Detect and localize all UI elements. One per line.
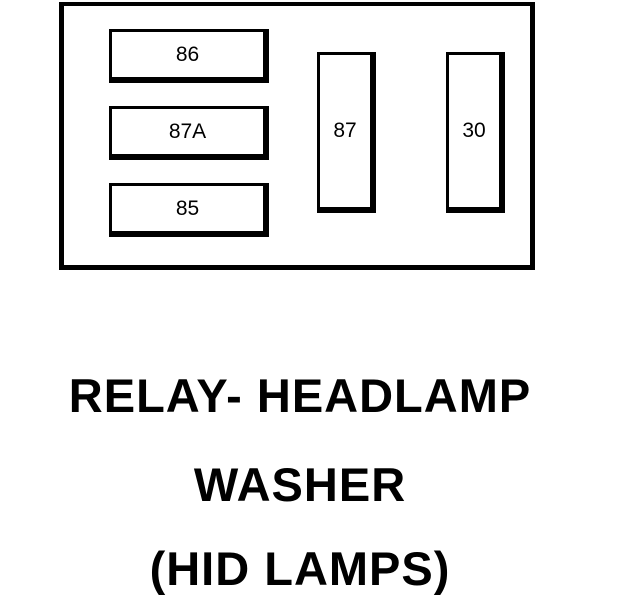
terminal-87a: 87A <box>109 106 269 160</box>
terminal-85: 85 <box>109 183 269 237</box>
caption-line-2: WASHER <box>193 458 407 511</box>
terminal-87a-label: 87A <box>168 119 207 143</box>
terminal-86-label: 86 <box>175 42 200 66</box>
terminal-87: 87 <box>317 52 376 213</box>
terminal-30: 30 <box>446 52 505 213</box>
caption-line-1: RELAY- HEADLAMP <box>68 369 532 422</box>
terminal-85-label: 85 <box>175 196 200 220</box>
terminal-30-label: 30 <box>462 119 486 142</box>
caption-line-3: (HID LAMPS) <box>149 542 451 595</box>
relay-outline <box>59 2 535 270</box>
terminal-86: 86 <box>109 29 269 83</box>
terminal-87-label: 87 <box>333 119 357 142</box>
